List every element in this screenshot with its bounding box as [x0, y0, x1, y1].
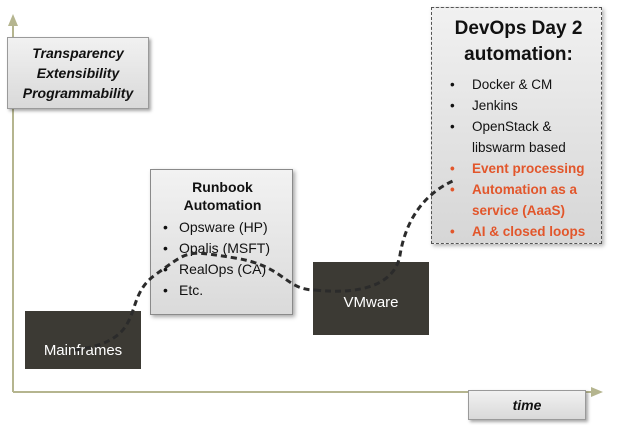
runbook-item: Opsware (HP) [159, 217, 286, 238]
devops-list: Docker & CM Jenkins OpenStack & libswarm… [440, 74, 597, 242]
runbook-item: Opalis (MSFT) [159, 238, 286, 259]
devops-item: Jenkins [440, 95, 597, 116]
devops-highlight-item: Event processing [440, 158, 597, 179]
runbook-title-line-2: Automation [183, 197, 262, 213]
runbook-automation-box: Runbook Automation Opsware (HP) Opalis (… [150, 169, 293, 315]
vmware-label: VMware [343, 294, 399, 311]
y-axis-label: Transparency Extensibility Programmabili… [7, 37, 149, 109]
runbook-list: Opsware (HP) Opalis (MSFT) RealOps (CA) … [159, 217, 286, 301]
devops-title-line-1: DevOps Day 2 [454, 18, 583, 39]
devops-highlight-item-continued: service (AaaS) [472, 203, 566, 218]
devops-item: Docker & CM [440, 74, 597, 95]
runbook-item: Etc. [159, 280, 286, 301]
y-axis-arrowhead [8, 14, 18, 26]
mainframes-box: Mainframes [25, 311, 141, 369]
devops-day2-box: DevOps Day 2 automation: Docker & CM Jen… [431, 7, 602, 244]
devops-highlight-item: Automation as a [440, 179, 597, 200]
devops-item-continued: libswarm based [472, 140, 566, 155]
devops-highlight-item: AI & closed loops [440, 221, 597, 242]
x-axis-arrowhead [591, 387, 603, 397]
devops-title-line-2: automation: [464, 44, 573, 65]
y-axis-label-line-3: Programmability [22, 85, 134, 101]
devops-item: OpenStack & [440, 116, 597, 137]
vmware-box: VMware [313, 262, 429, 335]
time-label: time [512, 397, 542, 413]
runbook-title-line-1: Runbook [192, 179, 253, 195]
mainframes-label: Mainframes [43, 342, 123, 359]
y-axis-label-line-1: Transparency [32, 45, 124, 61]
x-axis-label: time [468, 390, 586, 420]
y-axis-label-line-2: Extensibility [36, 65, 120, 81]
runbook-item: RealOps (CA) [159, 259, 286, 280]
